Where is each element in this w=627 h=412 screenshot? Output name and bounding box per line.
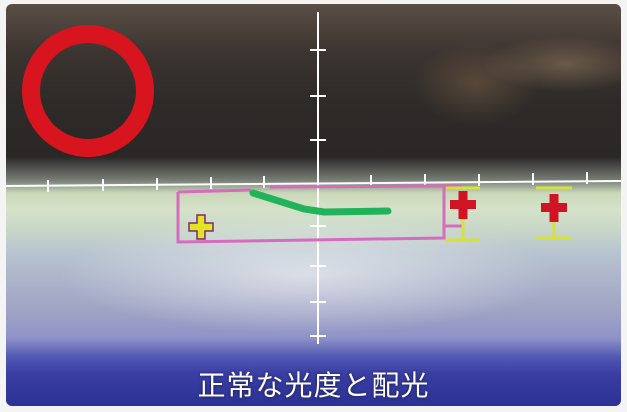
limit-markers <box>446 186 572 242</box>
vertical-axis <box>310 12 326 344</box>
beam-glow <box>6 204 621 354</box>
yellow-center-cross <box>188 214 214 240</box>
red-cross-marker-1 <box>450 191 476 219</box>
red-cross-marker-2 <box>541 194 567 222</box>
red-cross-markers <box>450 191 567 222</box>
beam-pattern-overlay <box>6 12 621 344</box>
horizontal-axis <box>6 172 621 192</box>
red-circle-ok-icon <box>22 25 154 157</box>
cutoff-line <box>249 189 392 216</box>
caption-text: 正常な光度と配光 <box>197 369 430 402</box>
headlight-tester-screen: 正常な光度と配光 <box>6 4 621 406</box>
pattern-outline <box>176 184 462 244</box>
